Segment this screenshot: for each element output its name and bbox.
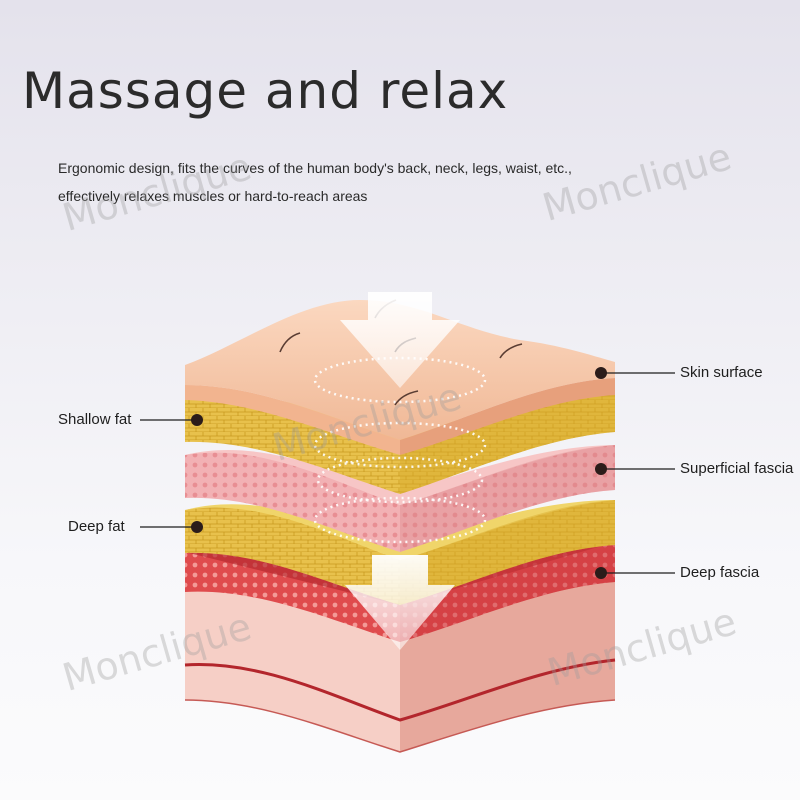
label-deep-fascia: Deep fascia [680,564,760,581]
leader-lines [140,372,675,574]
arrow-down-icon [340,292,460,388]
subtitle-line-1: Ergonomic design, fits the curves of the… [58,160,572,176]
subtitle-line-2: effectively relaxes muscles or hard-to-r… [58,188,368,204]
label-deep-fat: Deep fat [68,518,125,535]
leader-dots [191,367,607,579]
pressure-rings [313,356,487,544]
arrow-down-icon-lower [345,555,455,650]
label-skin-surface: Skin surface [680,364,763,381]
label-superficial-fascia: Superficial fascia [680,460,794,477]
pressure-arrows [340,292,460,650]
label-shallow-fat: Shallow fat [58,411,132,428]
page-title: Massage and relax [22,62,509,120]
superficial-fascia-layer [185,445,615,552]
